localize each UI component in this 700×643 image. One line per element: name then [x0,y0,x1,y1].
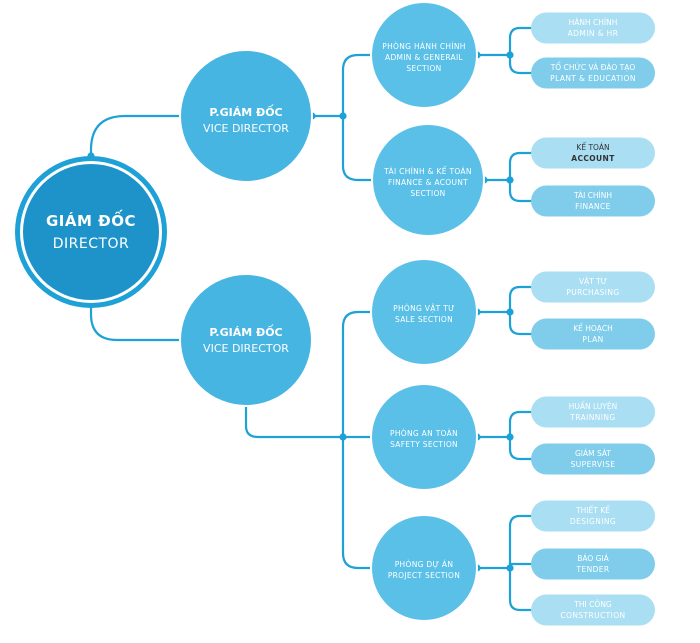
unit-box-5-1 [531,500,655,532]
connector-dept-2-branches [508,151,533,203]
unit-box-1-2 [531,57,655,89]
department-node-2 [371,123,485,237]
nodes [15,1,655,626]
unit-box-2-2 [531,185,655,217]
vp-node-top [179,49,313,183]
department-node-1 [370,1,478,109]
department-node-4 [370,383,478,491]
unit-box-4-2 [531,443,655,475]
connector-director-vp-top [89,114,182,158]
dot-vp-top-bus [339,112,347,120]
connector-vp-top-branches [341,53,374,182]
unit-box-5-2 [531,548,655,580]
vp-node-bottom [179,273,313,407]
unit-box-1-1 [531,12,655,44]
unit-box-4-1 [531,396,655,428]
connector-director-vp-bottom [89,306,182,342]
director-node [23,164,159,300]
connector-dept-4-branches [508,410,533,461]
connector-dept-3-branches [508,285,533,336]
connector-vp-bottom-bus [244,404,345,439]
unit-box-3-2 [531,318,655,350]
unit-box-2-1 [531,137,655,169]
dot-vp-bottom-bus [339,433,347,441]
connector-vp-bottom-spine [341,310,373,570]
connector-dept-1-branches [508,26,533,75]
unit-box-3-1 [531,271,655,303]
unit-box-5-3 [531,594,655,626]
department-node-3 [370,258,478,366]
department-node-5 [370,514,478,622]
